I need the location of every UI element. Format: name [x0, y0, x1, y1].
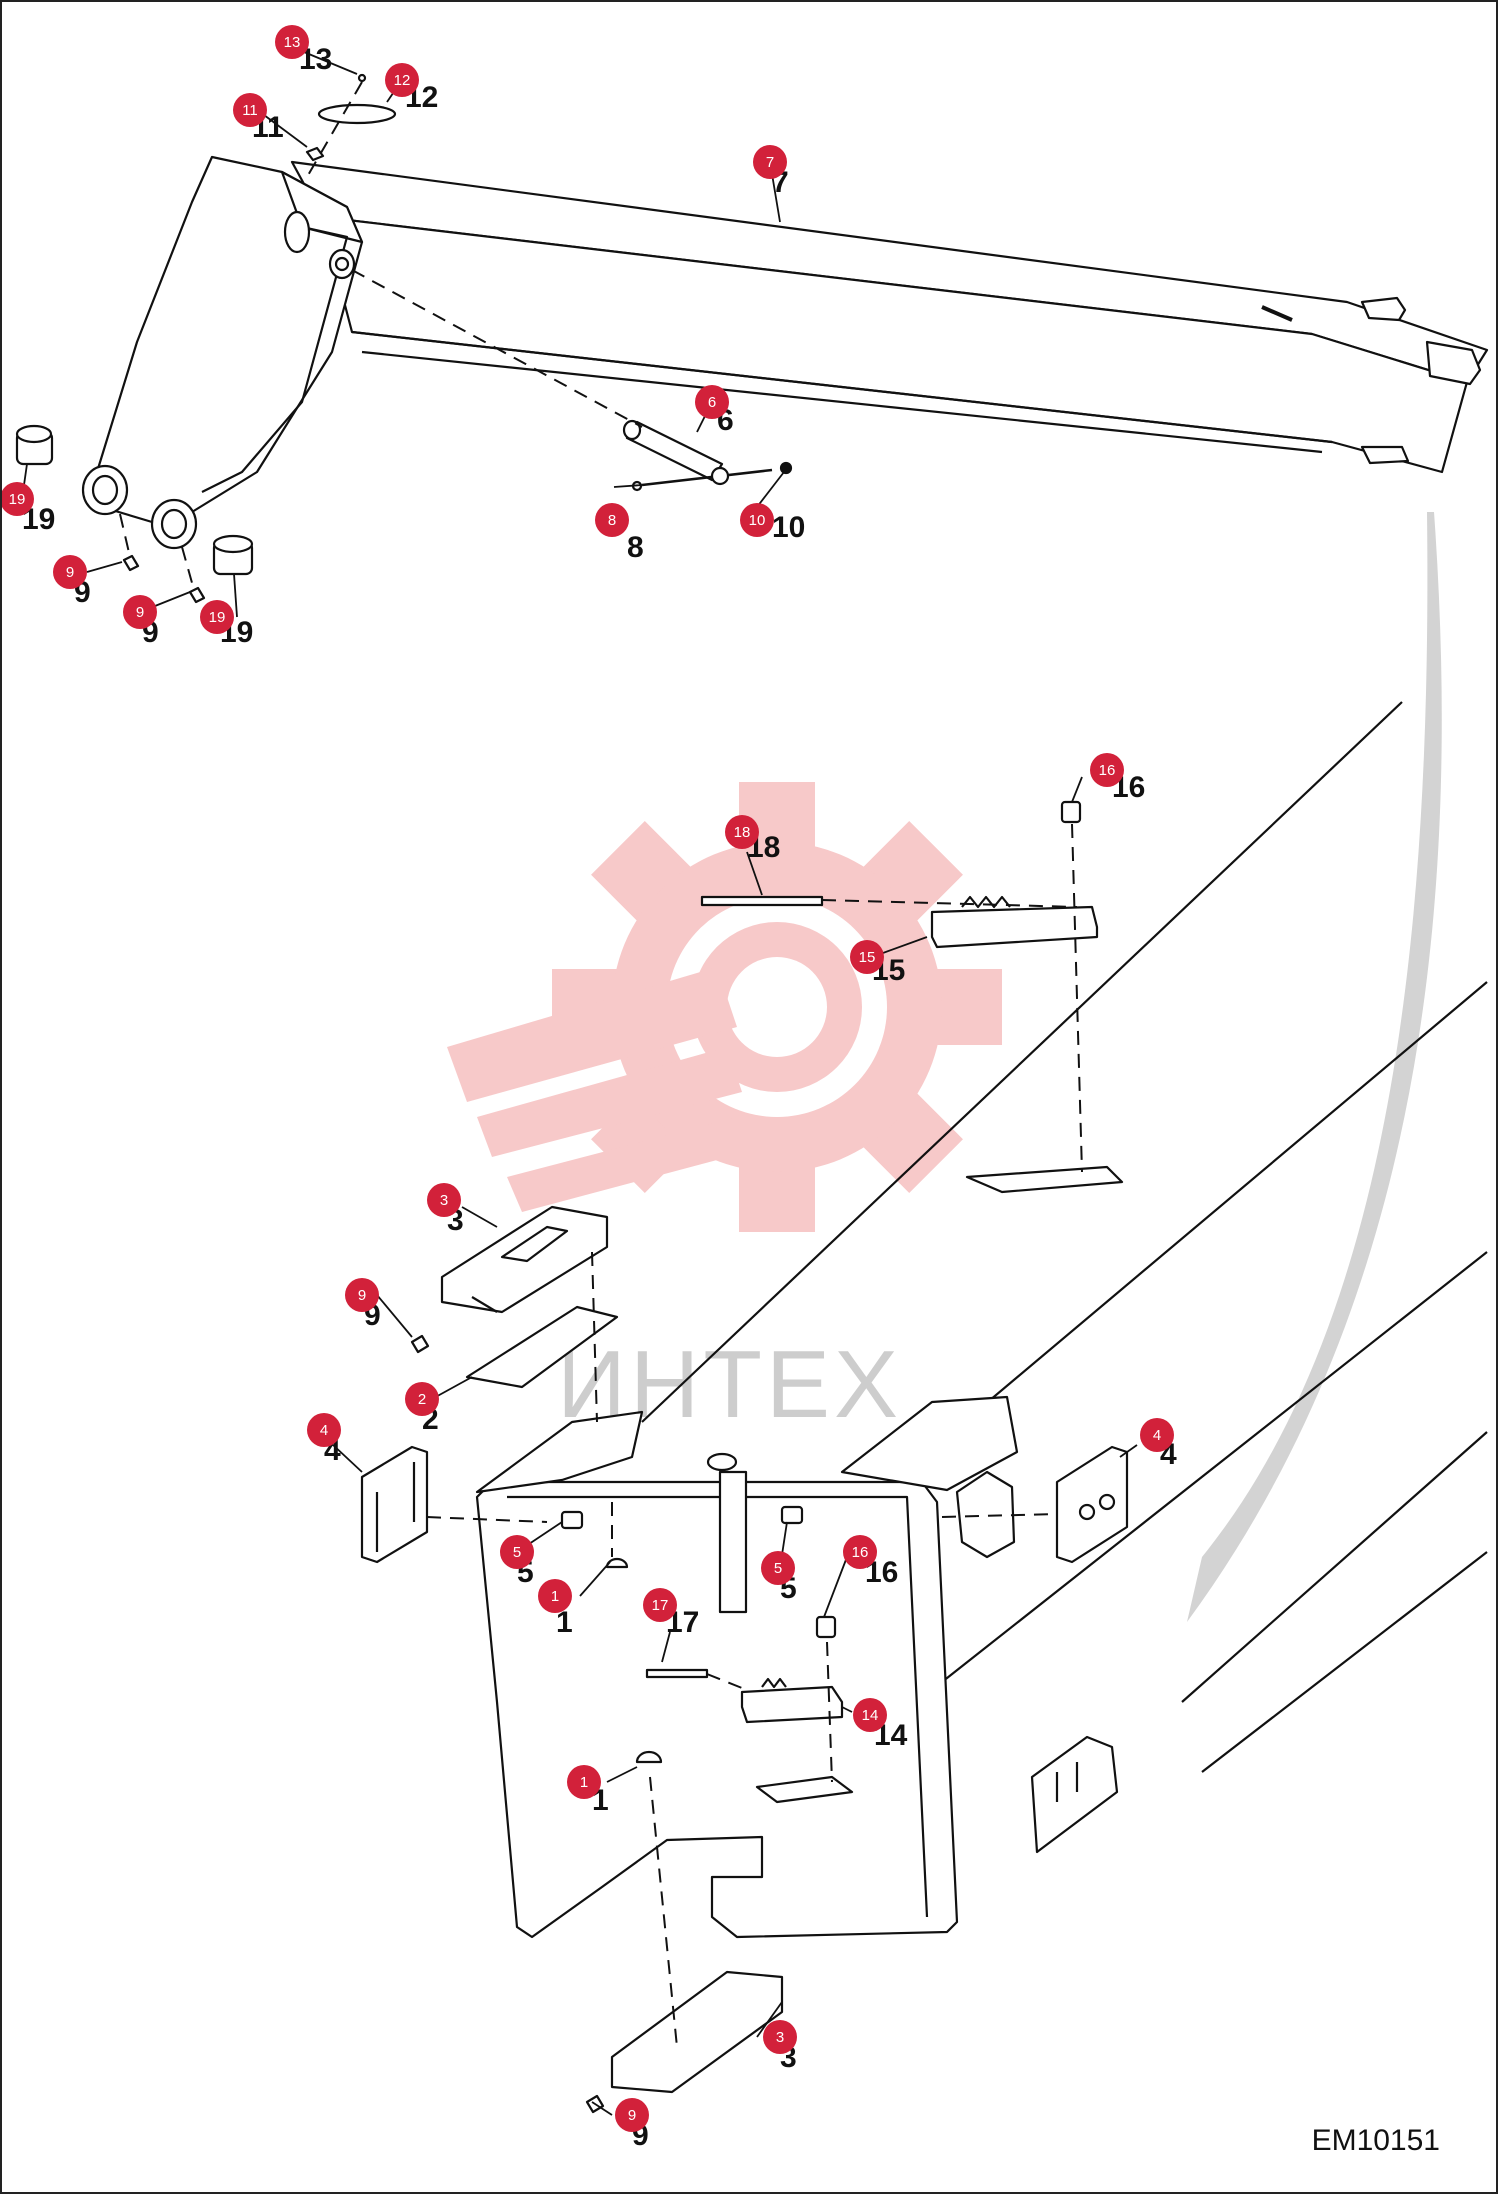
pivot-pin [622, 419, 724, 482]
callout-label: 17 [652, 1597, 669, 1614]
callout-label: 5 [513, 1544, 521, 1561]
callout-2: 2 [405, 1382, 439, 1416]
wear-pad-left [360, 1445, 429, 1564]
watermark-logo: ИНТЕХ [447, 782, 1002, 1438]
callout-label: 4 [1153, 1427, 1161, 1444]
svg-text:10: 10 [772, 511, 805, 544]
callout-5: 5 [500, 1535, 534, 1569]
callout-label: 5 [774, 1560, 782, 1577]
callout-9: 9 [53, 555, 87, 589]
callout-label: 9 [66, 564, 74, 581]
callout-17: 17 [643, 1588, 677, 1622]
callout-label: 9 [358, 1287, 366, 1304]
callout-16: 16 [843, 1535, 877, 1569]
shim-plate [465, 1305, 619, 1389]
callout-1: 1 [538, 1579, 572, 1613]
callout-label: 14 [862, 1707, 879, 1724]
callout-label: 1 [580, 1774, 588, 1791]
slide-block-lower [610, 1970, 784, 2094]
callout-label: 13 [284, 34, 301, 51]
callout-4: 4 [1140, 1418, 1174, 1452]
callout-5: 5 [761, 1551, 795, 1585]
callout-label: 19 [9, 491, 26, 508]
callout-label: 8 [608, 512, 616, 529]
callout-14: 14 [853, 1698, 887, 1732]
shim-strip-lower [645, 1668, 709, 1679]
callout-label: 16 [1099, 762, 1116, 779]
arm-assembly [15, 73, 1489, 604]
callout-label: 3 [440, 1192, 448, 1209]
callout-label: 3 [776, 2029, 784, 2046]
boom-section [360, 701, 1488, 2114]
lock-nut [779, 461, 793, 475]
boom-end-box [475, 1480, 959, 1939]
callout-label: 7 [766, 154, 774, 171]
callout-9: 9 [123, 595, 157, 629]
svg-text:8: 8 [627, 531, 644, 564]
callout-8: 8 [595, 503, 629, 537]
callout-3: 3 [427, 1183, 461, 1217]
adjuster-plate-upper [965, 1165, 1124, 1194]
svg-text:1: 1 [556, 1606, 573, 1639]
callout-label: 19 [209, 609, 226, 626]
bushing-right [212, 534, 254, 576]
callout-6: 6 [695, 385, 729, 419]
callout-19: 19 [200, 600, 234, 634]
wear-pad-right [1055, 1445, 1129, 1564]
part-numbers: 13 12 11 7 6 8 10 19 9 9 19 16 18 15 3 9… [22, 43, 1177, 2152]
callout-3: 3 [763, 2020, 797, 2054]
washer [317, 103, 397, 125]
callout-label: 12 [394, 72, 411, 89]
callout-label: 2 [418, 1391, 426, 1408]
callout-4: 4 [307, 1413, 341, 1447]
callout-10: 10 [740, 503, 774, 537]
adjuster-plate-lower [755, 1775, 854, 1804]
adjuster-block-lower [740, 1677, 844, 1724]
callout-label: 4 [320, 1422, 328, 1439]
figure-code: EM10151 [1311, 2124, 1440, 2157]
adjuster-block-upper [930, 895, 1099, 949]
callout-label: 10 [749, 512, 766, 529]
callout-label: 9 [136, 604, 144, 621]
callout-16: 16 [1090, 753, 1124, 787]
callout-7: 7 [753, 145, 787, 179]
callout-label: 9 [628, 2107, 636, 2124]
callout-9: 9 [345, 1278, 379, 1312]
callout-label: 11 [242, 102, 258, 119]
callout-label: 18 [734, 824, 751, 841]
callout-9: 9 [615, 2098, 649, 2132]
sweep-arrow [1187, 512, 1442, 1622]
callout-19: 19 [2, 482, 34, 516]
callout-13: 13 [275, 25, 309, 59]
callout-1: 1 [567, 1765, 601, 1799]
slide-block-upper [440, 1205, 609, 1314]
shim-strip-upper [700, 895, 824, 907]
callout-11: 11 [233, 93, 267, 127]
callout-label: 15 [859, 949, 876, 966]
callout-label: 16 [852, 1544, 869, 1561]
bushing-left [15, 424, 54, 466]
callout-12: 12 [385, 63, 419, 97]
callout-15: 15 [850, 940, 884, 974]
callout-label: 1 [551, 1588, 559, 1605]
callout-18: 18 [725, 815, 759, 849]
callout-label: 6 [708, 394, 716, 411]
